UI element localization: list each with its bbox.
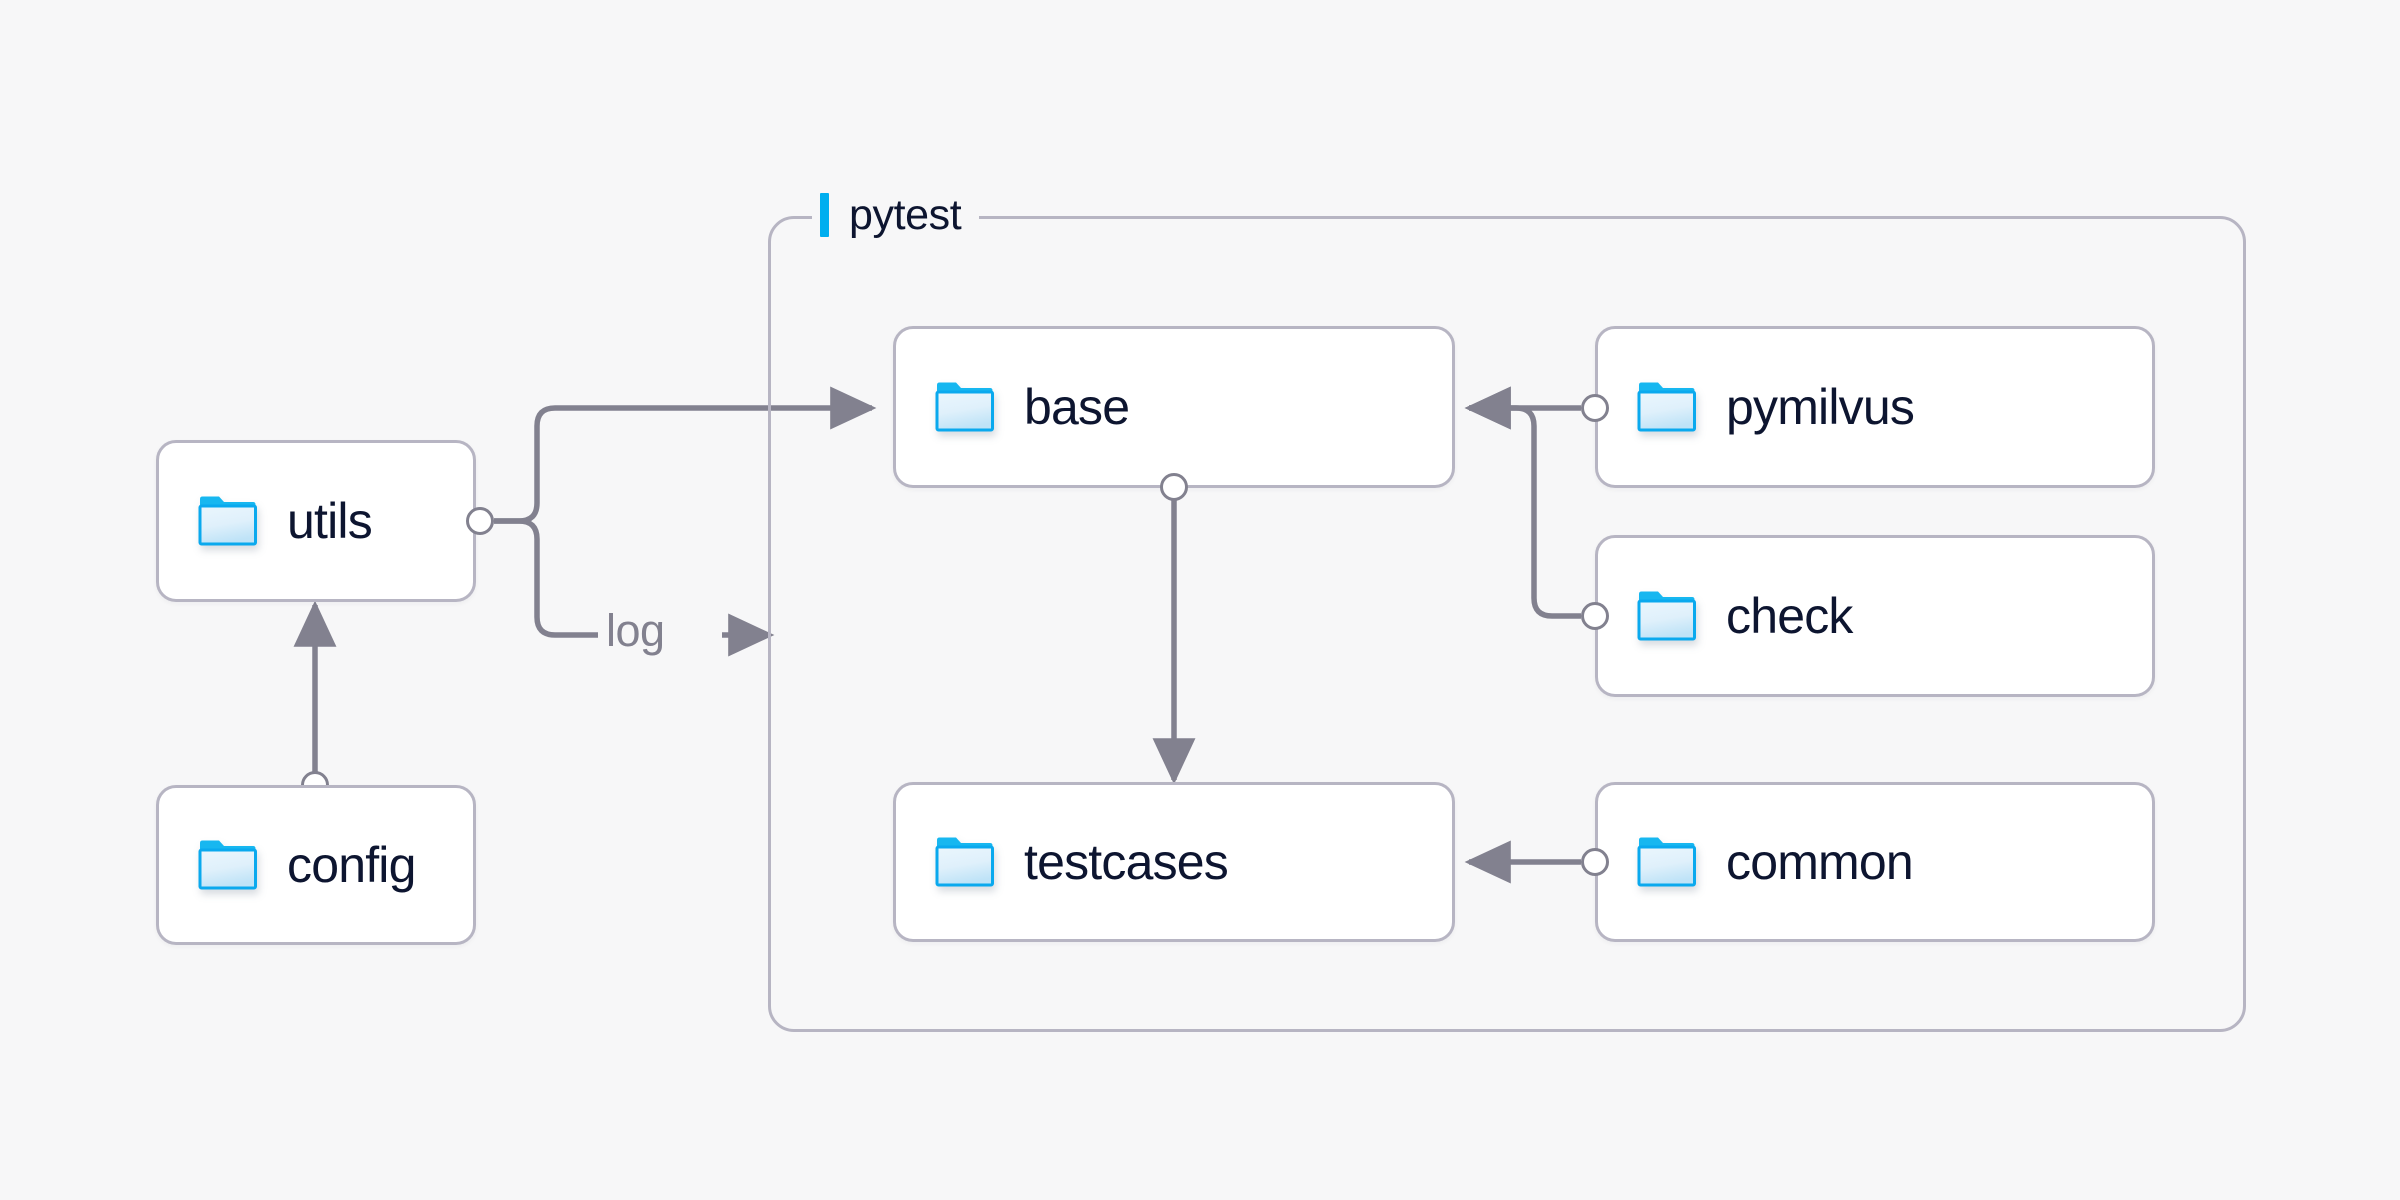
node-pymilvus-label: pymilvus	[1726, 379, 1915, 435]
port-base-bottom[interactable]	[1160, 473, 1188, 501]
node-pymilvus[interactable]: pymilvus	[1595, 326, 2155, 488]
group-label-text: pytest	[849, 190, 962, 239]
group-label-pytest: pytest	[812, 188, 980, 242]
group-container-pytest[interactable]	[768, 216, 2246, 1032]
folder-icon	[1637, 382, 1696, 432]
port-utils-right[interactable]	[466, 507, 494, 535]
node-common-content: common	[1598, 834, 1914, 890]
port-pymilvus-left[interactable]	[1581, 394, 1609, 422]
folder-icon	[1637, 837, 1696, 887]
node-check[interactable]: check	[1595, 535, 2155, 697]
port-check-left[interactable]	[1581, 602, 1609, 630]
node-base[interactable]: base	[893, 326, 1455, 488]
node-common[interactable]: common	[1595, 782, 2155, 942]
folder-icon	[935, 837, 994, 887]
node-common-label: common	[1726, 834, 1914, 890]
edge-label-log: log	[600, 608, 671, 653]
folder-icon	[198, 840, 257, 890]
node-testcases[interactable]: testcases	[893, 782, 1455, 942]
node-testcases-label: testcases	[1024, 834, 1229, 890]
group-accent-bar	[820, 193, 829, 237]
node-utils-content: utils	[159, 493, 373, 549]
folder-icon	[935, 382, 994, 432]
port-common-left[interactable]	[1581, 848, 1609, 876]
node-config[interactable]: config	[156, 785, 476, 945]
folder-icon	[198, 496, 257, 546]
node-config-content: config	[159, 839, 416, 891]
node-utils[interactable]: utils	[156, 440, 476, 602]
node-pymilvus-content: pymilvus	[1598, 379, 1915, 435]
node-testcases-content: testcases	[896, 834, 1229, 890]
node-check-content: check	[1598, 590, 1853, 642]
node-base-label: base	[1024, 379, 1130, 435]
folder-icon	[1637, 591, 1696, 641]
node-utils-label: utils	[287, 493, 373, 549]
node-config-label: config	[287, 837, 416, 893]
node-base-content: base	[896, 379, 1130, 435]
node-check-label: check	[1726, 588, 1853, 644]
